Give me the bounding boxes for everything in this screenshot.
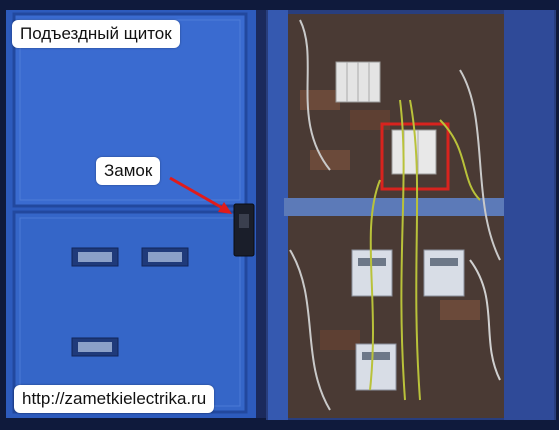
highlight-box [380, 122, 450, 191]
caption-lock: Замок [96, 157, 161, 185]
din-rail [284, 198, 504, 216]
lock [233, 203, 255, 257]
caption-title: Подъездный щиток [12, 20, 180, 48]
wires [289, 19, 501, 411]
arrow-to-lock [169, 176, 232, 214]
caption-url: http://zametkielectrika.ru [14, 385, 215, 413]
meter-2 [423, 249, 465, 297]
meter-3 [355, 343, 397, 391]
breakers-top-left [335, 61, 381, 103]
open-cabinet [266, 10, 556, 420]
closed-cabinet [6, 10, 266, 418]
